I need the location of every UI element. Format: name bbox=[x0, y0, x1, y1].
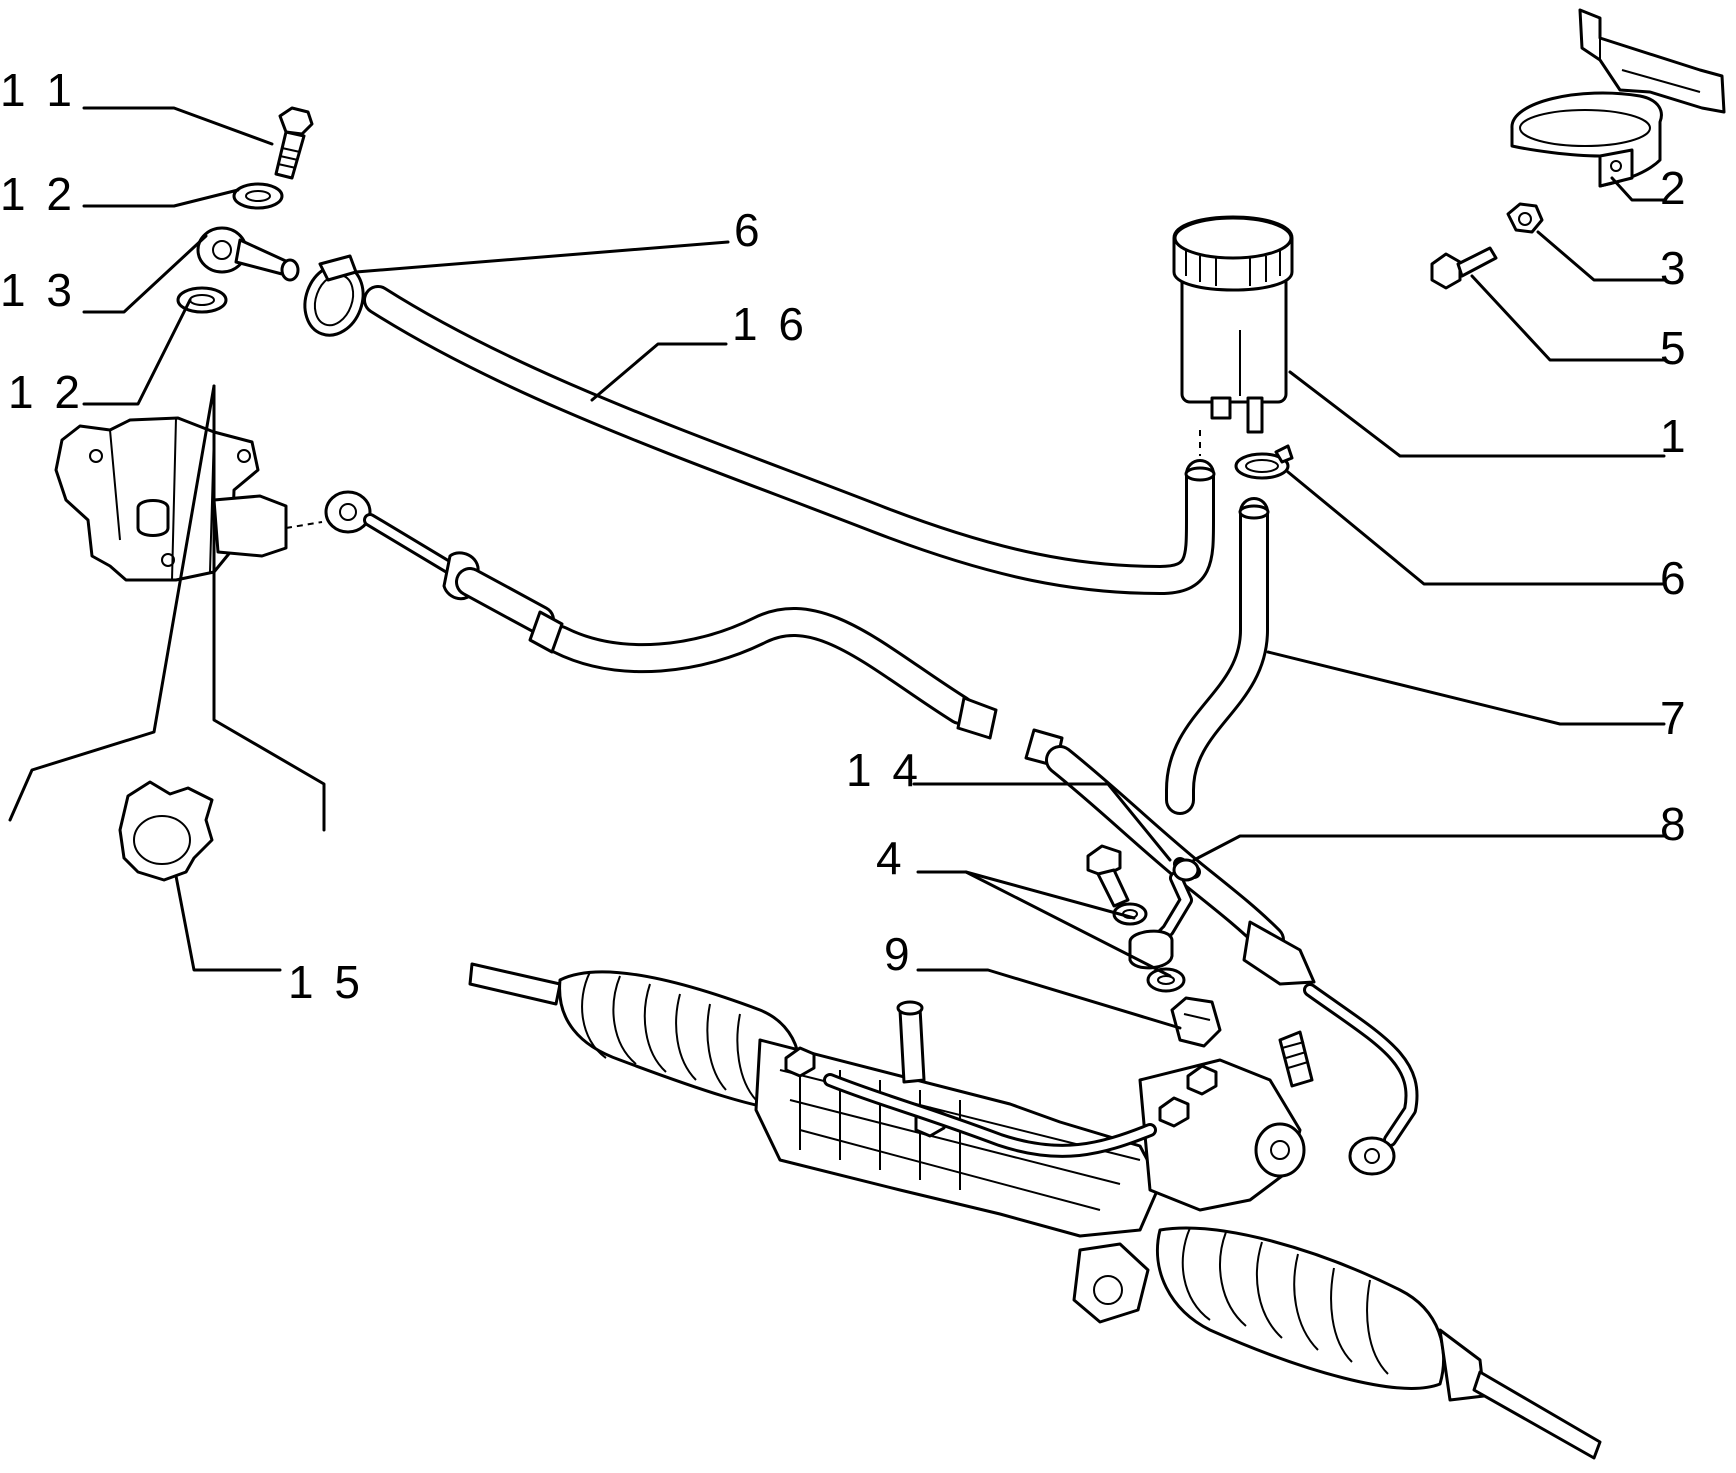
sealing-washer-upper bbox=[232, 182, 284, 210]
callout-12-lower: 1 2 bbox=[8, 366, 84, 418]
callout-9: 9 bbox=[884, 928, 914, 980]
return-hose bbox=[363, 285, 1216, 595]
steering-rack bbox=[468, 962, 1602, 1460]
pump-cover bbox=[118, 780, 214, 882]
leader-lines bbox=[8, 106, 1666, 1030]
power-steering-pump bbox=[54, 416, 288, 582]
callout-4: 4 bbox=[876, 832, 906, 884]
supply-hose bbox=[1165, 497, 1270, 815]
banjo-bolt-rack bbox=[1086, 844, 1130, 908]
callout-6-right: 6 bbox=[1660, 552, 1690, 604]
bolt bbox=[1430, 246, 1498, 290]
callout-11: 1 1 bbox=[0, 64, 76, 116]
callout-6-left: 6 bbox=[734, 204, 764, 256]
callout-1: 1 bbox=[1660, 410, 1690, 462]
callout-16: 1 6 bbox=[732, 298, 808, 350]
hose-clamp-right bbox=[1234, 444, 1294, 480]
callout-5: 5 bbox=[1660, 322, 1690, 374]
callout-8: 8 bbox=[1660, 798, 1690, 850]
dashed-connector-pump bbox=[285, 521, 323, 529]
callout-14: 1 4 bbox=[846, 744, 922, 796]
banjo-fitting bbox=[196, 226, 300, 282]
reservoir-bracket bbox=[1510, 8, 1726, 188]
copper-washer-lower bbox=[1146, 967, 1186, 993]
callout-13: 1 3 bbox=[0, 264, 76, 316]
callout-2: 2 bbox=[1660, 162, 1690, 214]
callout-7: 7 bbox=[1660, 692, 1690, 744]
sealing-washer-lower bbox=[176, 286, 228, 314]
nut bbox=[1506, 202, 1544, 234]
callout-3: 3 bbox=[1660, 242, 1690, 294]
callout-12-upper: 1 2 bbox=[0, 168, 76, 220]
banjo-bolt bbox=[274, 106, 314, 180]
union-fitting bbox=[1170, 996, 1222, 1048]
callout-15: 1 5 bbox=[288, 956, 364, 1008]
hose-clamp-left bbox=[303, 254, 365, 337]
fluid-reservoir bbox=[1172, 215, 1294, 434]
banjo-fitting-rack bbox=[1128, 929, 1174, 970]
